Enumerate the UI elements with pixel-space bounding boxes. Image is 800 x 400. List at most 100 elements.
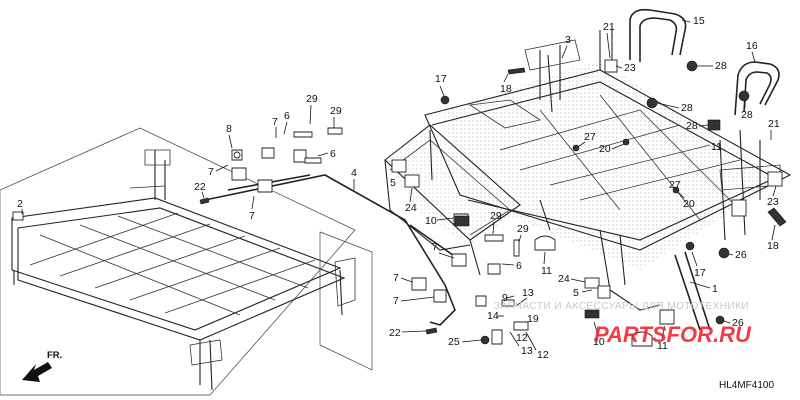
callout: 16: [746, 40, 758, 63]
svg-text:15: 15: [693, 15, 705, 27]
front-direction-label: FR.: [47, 350, 63, 361]
svg-text:10: 10: [593, 336, 605, 348]
callout: 7: [393, 272, 413, 284]
callout: 15: [681, 15, 705, 27]
callout: 18: [500, 73, 512, 95]
callout: 27: [669, 179, 681, 191]
callout: 28: [697, 60, 727, 72]
svg-text:18: 18: [500, 83, 512, 95]
svg-text:23: 23: [624, 62, 636, 74]
svg-text:20: 20: [683, 198, 695, 210]
fasteners: [391, 59, 787, 347]
svg-text:21: 21: [603, 21, 615, 33]
svg-text:22: 22: [194, 181, 206, 193]
callout: 10: [425, 215, 455, 227]
svg-text:6: 6: [330, 148, 336, 160]
callout: 29: [306, 93, 318, 125]
callout: 13: [509, 331, 533, 357]
callout: 21: [603, 21, 615, 59]
callout: 26: [728, 249, 747, 261]
svg-text:26: 26: [735, 249, 747, 261]
svg-text:29: 29: [306, 93, 318, 105]
svg-text:4: 4: [351, 167, 357, 179]
svg-text:28: 28: [686, 120, 698, 132]
svg-text:5: 5: [573, 287, 579, 299]
callout: 17: [691, 251, 706, 279]
callout: 29: [330, 105, 342, 128]
svg-text:19: 19: [527, 313, 539, 325]
callout: 7: [272, 116, 278, 138]
svg-text:1: 1: [712, 283, 718, 295]
svg-text:7: 7: [393, 272, 399, 284]
svg-text:5: 5: [390, 177, 396, 189]
svg-text:12: 12: [537, 349, 549, 361]
svg-text:7: 7: [432, 241, 438, 253]
svg-text:20: 20: [599, 143, 611, 155]
callout: 6: [501, 260, 522, 272]
watermark-logo: PARTSFOR.RU: [594, 322, 751, 347]
callout: 18: [767, 224, 779, 252]
callout: 9: [502, 292, 515, 304]
callout: 11: [711, 141, 722, 153]
callout: 23: [767, 185, 779, 208]
callout: 5: [390, 177, 396, 189]
callout: 4: [351, 167, 357, 190]
svg-text:21: 21: [768, 118, 780, 130]
callout: 24: [558, 273, 586, 285]
svg-text:13: 13: [522, 287, 534, 299]
svg-text:28: 28: [715, 60, 727, 72]
callout: 6: [317, 148, 336, 160]
callout: 7: [208, 164, 229, 178]
callout: 29: [517, 223, 529, 243]
svg-text:7: 7: [272, 116, 278, 128]
callout: 10: [593, 321, 605, 348]
watermark-text: ЗАПЧАСТИ И АКСЕССУАРЫ ДЛЯ МОТОТЕХНИКИ: [494, 301, 750, 312]
callout: 26: [723, 317, 744, 329]
svg-text:28: 28: [741, 109, 753, 121]
svg-text:17: 17: [694, 267, 706, 279]
svg-text:11: 11: [541, 265, 552, 277]
svg-text:6: 6: [284, 110, 290, 122]
rod-1-drawing: [659, 251, 711, 331]
callout: 25: [448, 336, 482, 348]
callout: 24: [405, 187, 417, 214]
svg-text:24: 24: [405, 202, 417, 214]
callout: 3: [561, 34, 571, 59]
front-arrow-icon: [22, 362, 52, 382]
handle-16-drawing: [734, 61, 780, 116]
svg-text:27: 27: [584, 131, 596, 143]
callout: 21: [768, 118, 780, 140]
svg-text:22: 22: [389, 327, 401, 339]
svg-text:18: 18: [767, 240, 779, 252]
callout: 28: [741, 100, 753, 121]
svg-text:2: 2: [17, 198, 23, 210]
callout: 7: [249, 195, 255, 222]
svg-text:29: 29: [330, 105, 342, 117]
callout: 23: [615, 62, 636, 74]
svg-text:11: 11: [657, 340, 668, 352]
callout: 11: [657, 325, 668, 352]
callout: 12: [516, 332, 528, 344]
callout: 27: [577, 131, 596, 148]
callout: 7: [432, 241, 455, 259]
callout: 2: [17, 198, 23, 214]
svg-text:13: 13: [521, 345, 533, 357]
callout: 5: [573, 287, 593, 299]
callout: 19: [527, 313, 539, 325]
callout: 11: [541, 251, 552, 277]
diagram-code: HL4MF4100: [719, 380, 775, 391]
callout: 20: [677, 191, 695, 210]
handle-15-drawing: [629, 8, 687, 62]
callout: 6: [283, 110, 290, 135]
sub-frame-drawing: [0, 127, 373, 396]
svg-text:26: 26: [732, 317, 744, 329]
callout: 14: [487, 310, 504, 322]
callout: 22: [194, 181, 206, 199]
svg-text:24: 24: [558, 273, 570, 285]
svg-text:7: 7: [393, 295, 399, 307]
callout: 22: [389, 327, 427, 339]
svg-text:11: 11: [711, 141, 722, 153]
svg-text:12: 12: [516, 332, 528, 344]
svg-text:27: 27: [669, 179, 681, 191]
